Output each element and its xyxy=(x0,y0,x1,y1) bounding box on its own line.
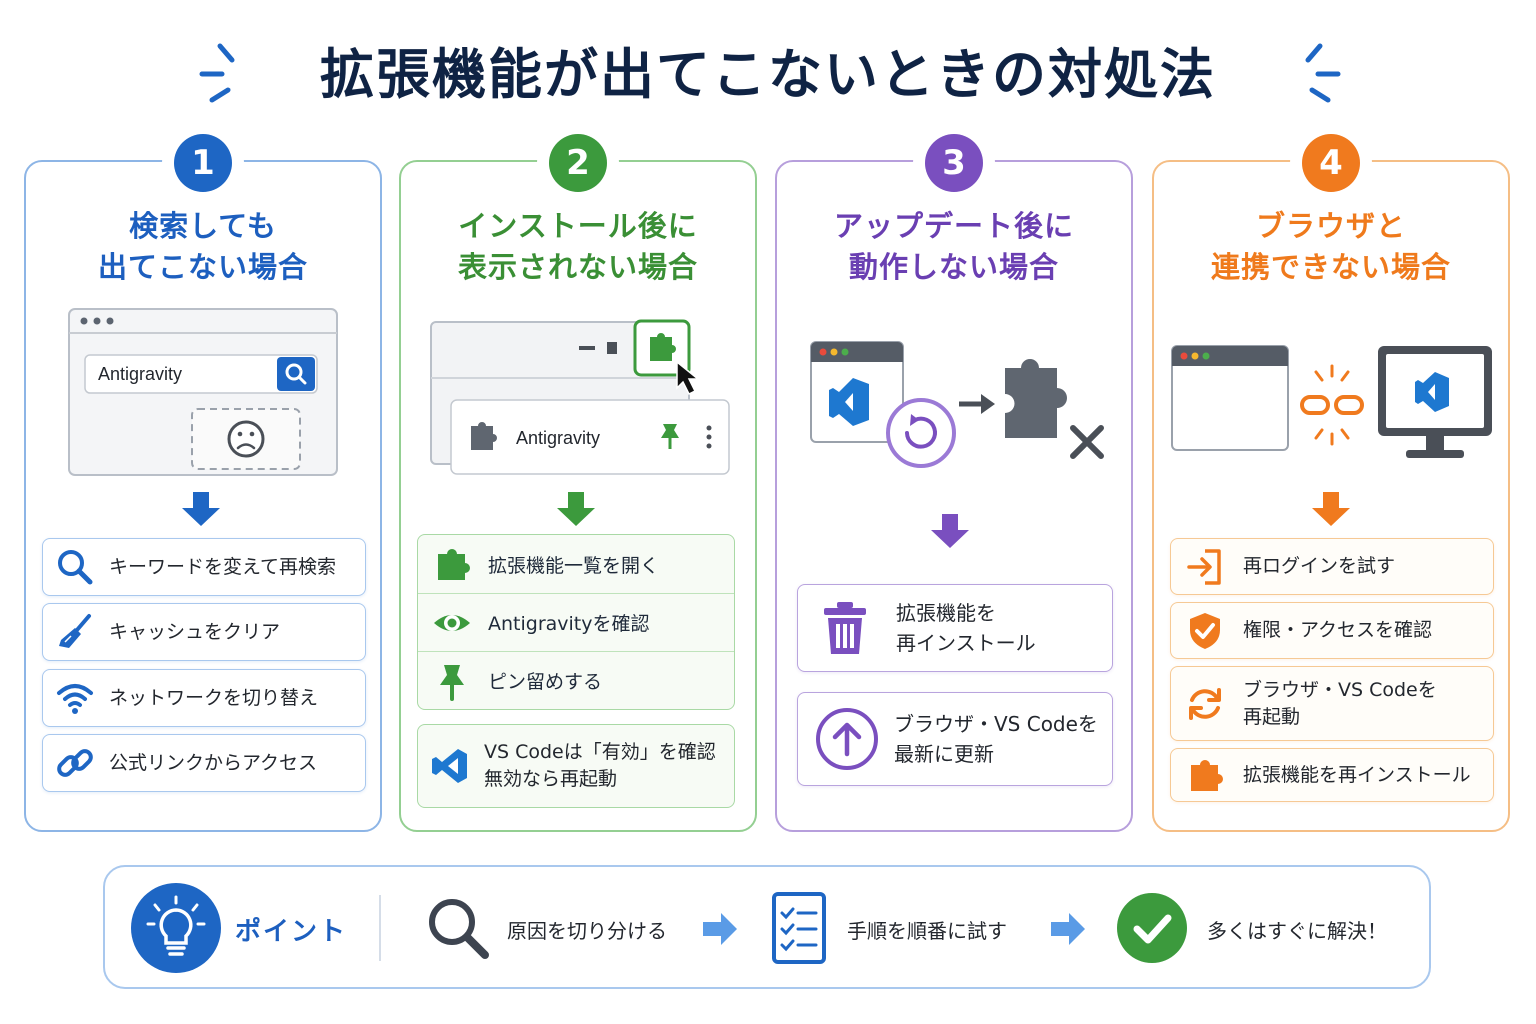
step-label: 原因を切り分ける xyxy=(507,919,667,943)
broken-link-illustration xyxy=(1170,342,1496,466)
steps-group: 拡張機能一覧を開く Antigravityを確認 ピン留めする xyxy=(417,534,735,710)
tip-line1: 拡張機能を再インストール xyxy=(1243,763,1471,786)
tip-line1: ブラウザ・VS Codeを xyxy=(1243,678,1437,701)
browser-search-illustration: Antigravity xyxy=(68,308,338,476)
tip-item[interactable]: ネットワークを切り替え xyxy=(42,669,366,727)
step-number-badge: 2 xyxy=(549,134,607,192)
tip-line1: 拡張機能を xyxy=(896,601,996,625)
pin-icon xyxy=(432,661,472,701)
tip-item[interactable]: ブラウザ・VS Codeを 最新に更新 xyxy=(797,692,1113,786)
lightbulb-icon xyxy=(131,883,221,973)
card-search-not-found: 1 検索しても 出てこない場合 Antigravity キーワードを変えて再検索 xyxy=(24,134,382,832)
upload-icon xyxy=(814,706,880,772)
step-row[interactable]: ピン留めする xyxy=(418,651,734,709)
card-title: アップデート後に 動作しない場合 xyxy=(833,209,1074,284)
login-icon xyxy=(1185,547,1225,587)
card-title: ブラウザと 連携できない場合 xyxy=(1210,209,1451,284)
vscode-icon xyxy=(430,746,470,786)
tip-line1: 権限・アクセスを確認 xyxy=(1243,619,1433,641)
arrow-down-icon xyxy=(931,514,969,548)
wifi-icon xyxy=(55,678,95,718)
step-label: 多くはすぐに解決！ xyxy=(1207,919,1387,943)
trash-icon xyxy=(820,602,870,654)
puzzle-icon xyxy=(1185,755,1225,795)
tip-line1: ブラウザ・VS Codeを xyxy=(894,712,1098,736)
tip-item[interactable]: ブラウザ・VS Codeを 再起動 xyxy=(1170,666,1494,741)
tip-item[interactable]: キャッシュをクリア xyxy=(42,603,366,661)
arrow-down-icon xyxy=(1312,492,1350,526)
step-number-badge: 3 xyxy=(925,134,983,192)
arrow-down-icon xyxy=(182,492,220,526)
card-title: 検索しても 出てこない場合 xyxy=(97,209,308,284)
step-row[interactable]: 拡張機能一覧を開く xyxy=(418,535,734,593)
sparkle-right-icon xyxy=(1305,43,1341,103)
eye-icon xyxy=(432,603,472,643)
vscode-check-item[interactable]: VS Codeは「有効」を確認 無効なら再起動 xyxy=(417,724,735,808)
arrow-right-icon xyxy=(703,913,737,945)
check-circle-icon xyxy=(1117,893,1187,963)
header: 拡張機能が出てこないときの対処法 xyxy=(0,30,1536,120)
puzzle-icon xyxy=(432,544,472,584)
card-browser-link-failed: 4 ブラウザと 連携できない場合 xyxy=(1152,134,1510,832)
step-row[interactable]: Antigravityを確認 xyxy=(418,593,734,651)
tip-item[interactable]: 拡張機能を 再インストール xyxy=(797,584,1113,672)
card-not-shown-after-install: 2 インストール後に 表示されない場合 Antigravity xyxy=(399,134,757,832)
extension-name: Antigravity xyxy=(516,428,601,448)
tip-label: キーワードを変えて再検索 xyxy=(109,555,337,578)
point-summary-bar: ポイント 原因を切り分ける 手順を順番に試す 多くはすぐに解決！ xyxy=(103,865,1431,989)
step-number-badge: 4 xyxy=(1302,134,1360,192)
shield-icon xyxy=(1185,611,1225,651)
search-icon xyxy=(55,547,95,587)
tip-item[interactable]: 拡張機能を再インストール xyxy=(1170,748,1494,802)
refresh-icon xyxy=(1185,684,1225,724)
step-label: 手順を順番に試す xyxy=(847,919,1007,943)
sparkle-left-icon xyxy=(199,43,235,103)
tip-item[interactable]: 公式リンクからアクセス xyxy=(42,734,366,792)
page-title: 拡張機能が出てこないときの対処法 xyxy=(320,43,1216,106)
step-label: ピン留めする xyxy=(488,671,603,693)
tip-item[interactable]: 権限・アクセスを確認 xyxy=(1170,602,1494,659)
tip-line1: 再ログインを試す xyxy=(1243,555,1396,577)
step-label: Antigravityを確認 xyxy=(488,613,650,635)
arrow-right-icon xyxy=(1051,913,1085,945)
update-broken-illustration xyxy=(807,338,1113,474)
search-input[interactable]: Antigravity xyxy=(98,364,183,384)
link-icon xyxy=(55,743,95,783)
arrow-down-icon xyxy=(557,492,595,526)
tip-label: ネットワークを切り替え xyxy=(109,686,319,709)
tip-label: キャッシュをクリア xyxy=(109,620,281,643)
vscode-check-line1: VS Codeは「有効」を確認 xyxy=(484,741,716,763)
tip-line2: 再インストール xyxy=(896,631,1036,655)
card-broken-after-update: 3 アップデート後に 動作しない場合 拡張機能を xyxy=(775,134,1133,832)
extension-menu-illustration: Antigravity xyxy=(429,318,735,478)
step-label: 拡張機能一覧を開く xyxy=(488,554,660,577)
divider xyxy=(379,895,381,961)
vscode-check-line2: 無効なら再起動 xyxy=(484,768,618,790)
tip-line2: 再起動 xyxy=(1243,705,1301,728)
tip-item[interactable]: 再ログインを試す xyxy=(1170,538,1494,595)
tip-line2: 最新に更新 xyxy=(894,742,994,766)
point-label: ポイント xyxy=(235,917,348,947)
tip-label: 公式リンクからアクセス xyxy=(109,751,318,774)
checklist-icon xyxy=(772,892,826,964)
card-title: インストール後に 表示されない場合 xyxy=(457,209,698,284)
step-number-badge: 1 xyxy=(174,134,232,192)
broom-icon xyxy=(55,612,95,652)
tip-item[interactable]: キーワードを変えて再検索 xyxy=(42,538,366,596)
search-icon xyxy=(429,899,489,959)
